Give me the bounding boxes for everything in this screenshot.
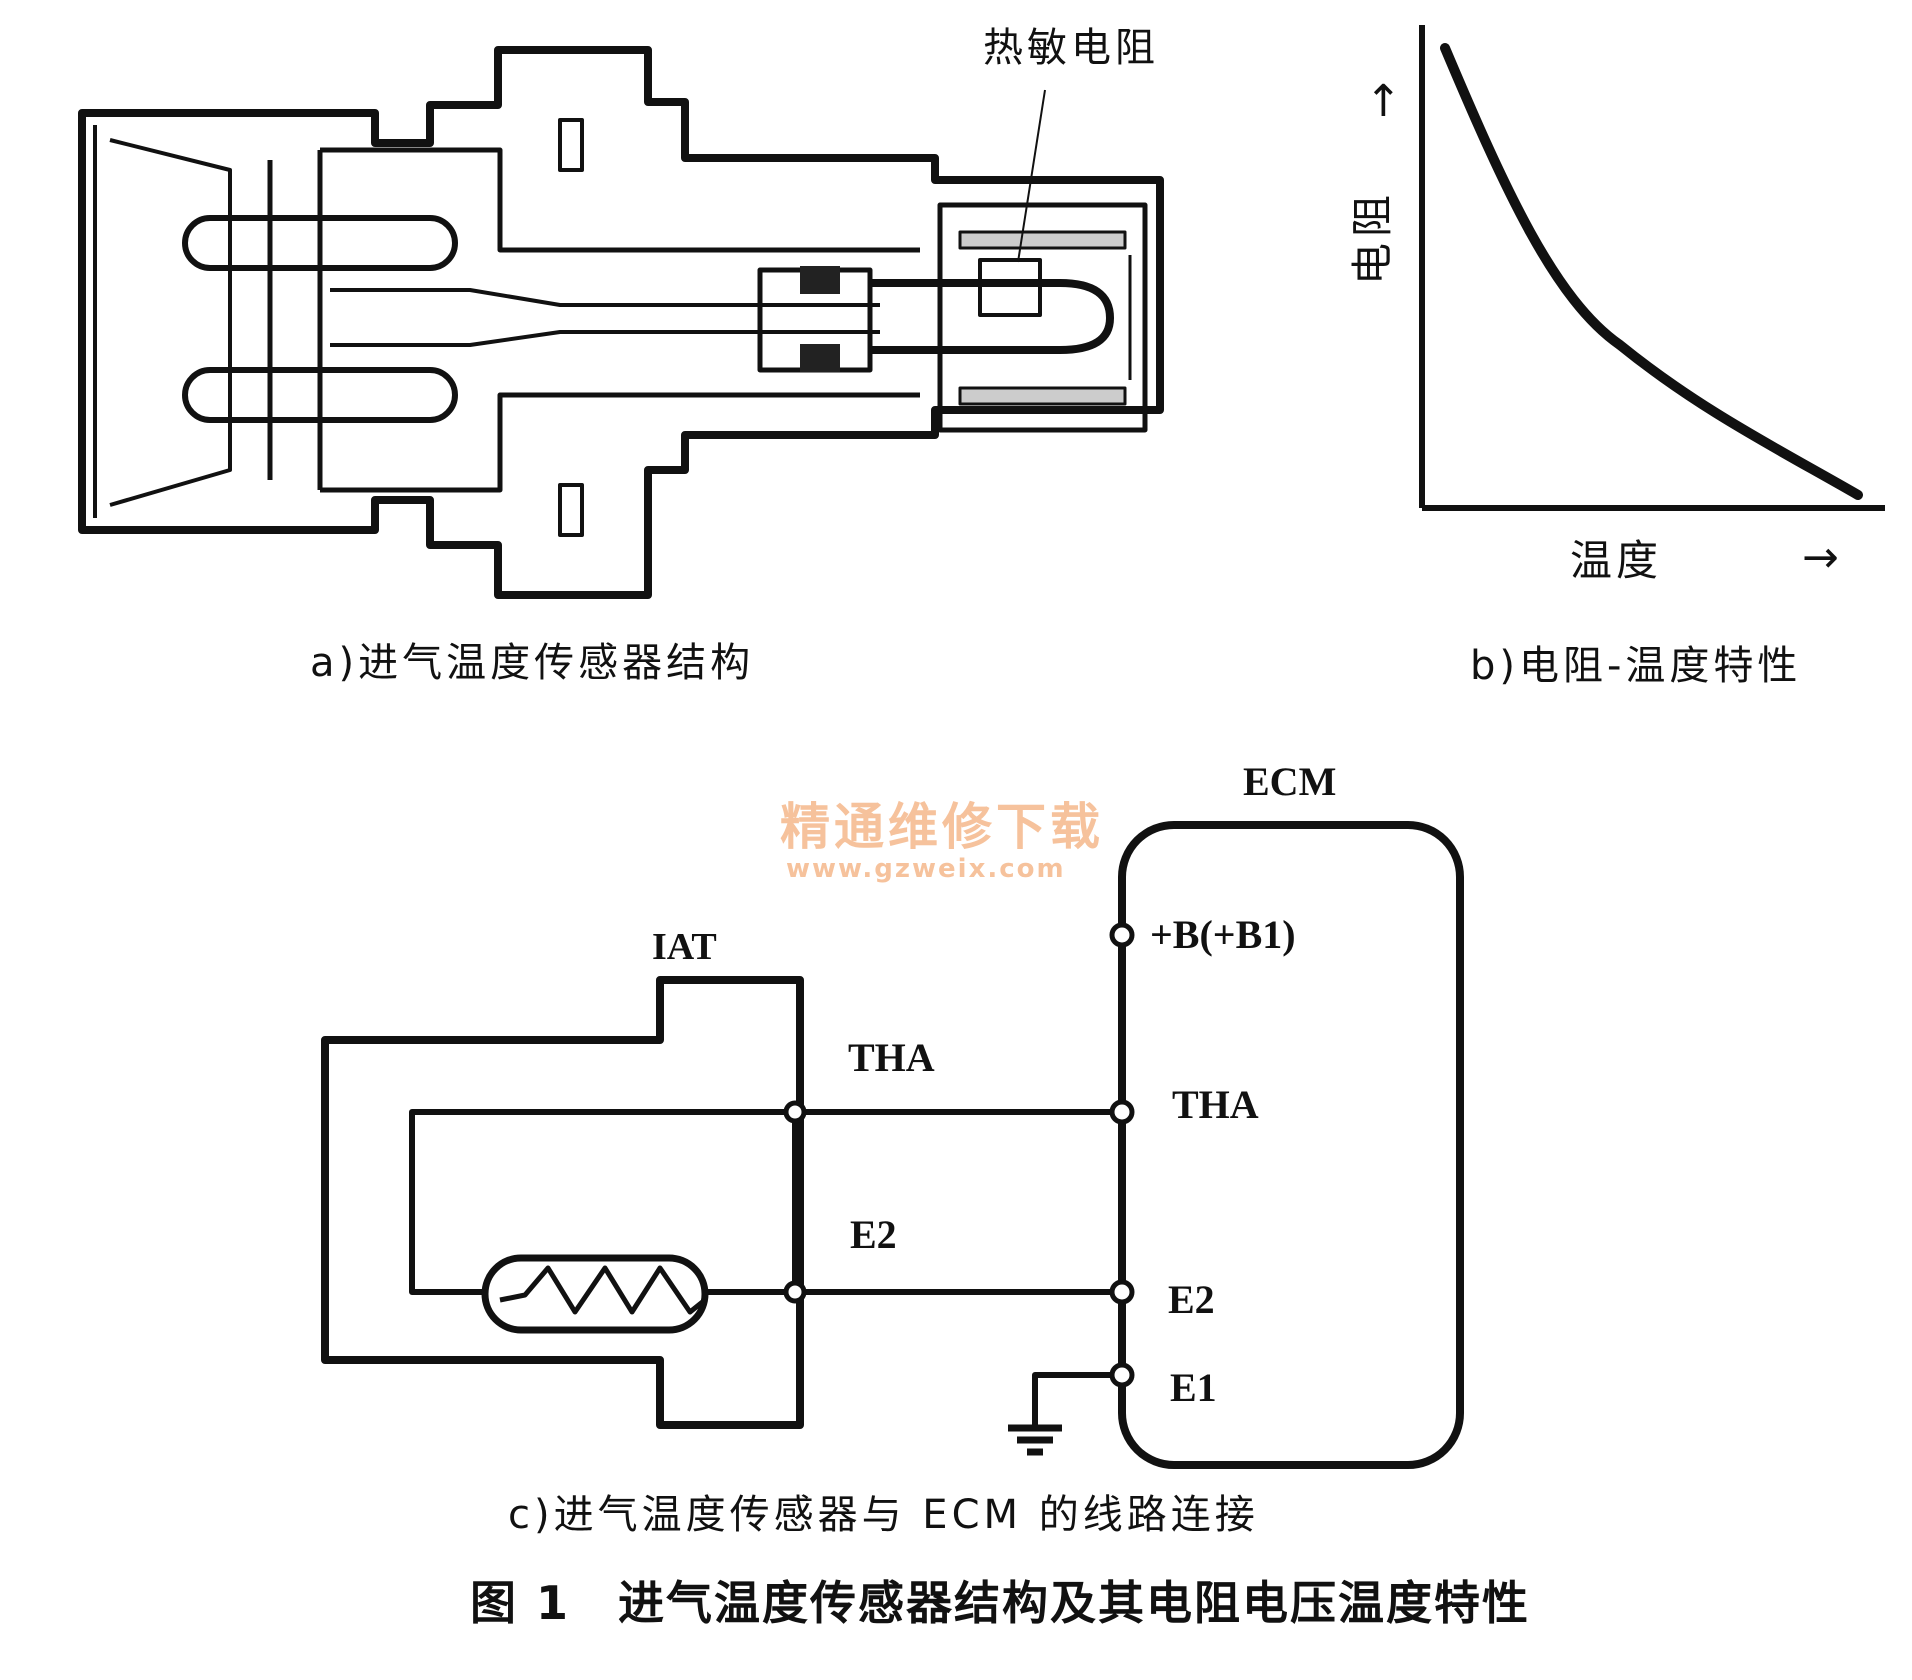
wire-tha-label: THA <box>848 1035 935 1080</box>
wire-e2-label: E2 <box>850 1212 897 1257</box>
watermark-url: www.gzweix.com <box>786 854 1066 884</box>
rt-characteristic-graph <box>1419 25 1885 511</box>
iat-thermistor-zigzag <box>499 1265 707 1315</box>
seal-slot-top <box>558 118 584 172</box>
ecm-pin-b-label: +B(+B1) <box>1150 912 1296 957</box>
lead-wire <box>330 288 880 347</box>
panel-a-caption: a)进气温度传感器结构 <box>310 640 755 686</box>
ecm-pin-e1-label: E1 <box>1170 1365 1217 1410</box>
ground-wire <box>1032 1372 1122 1428</box>
iat-label: IAT <box>652 926 717 968</box>
crimp-dark-top <box>800 266 840 294</box>
rt-x-axis-arrow: → <box>1802 532 1839 583</box>
panel-c-caption: c)进气温度传感器与 ECM 的线路连接 <box>508 1492 1259 1538</box>
thermistor-element <box>978 258 1042 317</box>
rt-x-axis-label: 温度 <box>1570 536 1663 585</box>
connector-mouth <box>109 138 232 507</box>
ecm-pin-e2-label: E2 <box>1168 1277 1215 1322</box>
iat-thermistor <box>481 1254 709 1334</box>
iat-internal-circuit <box>409 1109 798 1295</box>
iat-terminal-e2 <box>783 1280 807 1304</box>
inner-body <box>267 147 920 493</box>
thermistor-callout-label: 热敏电阻 <box>983 25 1159 71</box>
watermark-title: 精通维修下载 <box>780 798 1104 856</box>
sensor-housing-outline <box>78 46 1164 599</box>
ecm-pin-tha-label: THA <box>1172 1082 1259 1127</box>
ecm-pin-e1 <box>1109 1362 1135 1388</box>
iat-terminal-tha <box>783 1100 807 1124</box>
rt-y-axis-label: 电阻 <box>1348 188 1397 285</box>
rt-curve <box>1440 43 1863 500</box>
ecm-pin-e2 <box>1109 1279 1135 1305</box>
iat-sensor-body <box>321 976 804 1429</box>
seal-slot-bottom <box>558 483 584 537</box>
ecm-label: ECM <box>1243 759 1337 804</box>
rt-y-axis-arrow: ↑ <box>1365 76 1402 127</box>
figure-title: 图 1 进气温度传感器结构及其电阻电压温度特性 <box>470 1576 1531 1630</box>
sensor-cross-section <box>78 46 1164 599</box>
panel-b-caption: b)电阻-温度特性 <box>1470 643 1802 689</box>
crimp-dark-bottom <box>800 344 840 372</box>
chamber-fin-top <box>958 230 1127 250</box>
wiring-diagram <box>321 821 1464 1469</box>
ecm-box <box>1118 821 1464 1469</box>
chamber-fin-bottom <box>958 386 1127 406</box>
ecm-pin-b <box>1109 922 1135 948</box>
thermistor-callout-line <box>1017 89 1046 263</box>
thermistor-loop <box>870 279 1114 354</box>
ecm-pin-tha <box>1109 1099 1135 1125</box>
